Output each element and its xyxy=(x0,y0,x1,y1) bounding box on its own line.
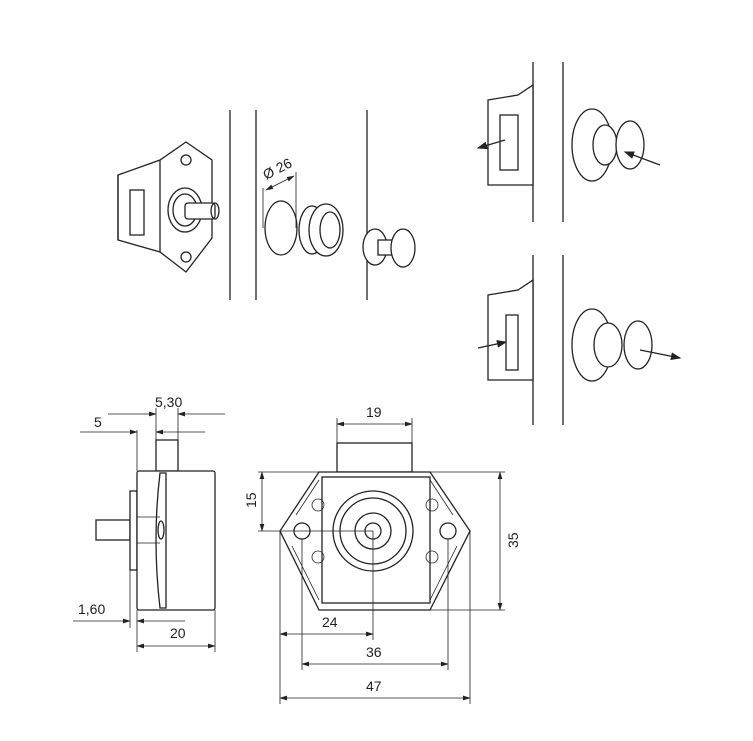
dim-overall-height: 35 xyxy=(505,532,521,548)
dim-overall-width: 47 xyxy=(366,678,382,694)
drill-hole-and-bushing: Ø 26 xyxy=(260,155,416,268)
operation-pop-out xyxy=(477,255,682,425)
dim-top-width: 19 xyxy=(366,404,382,420)
side-view: 5,30 5 1,60 20 xyxy=(73,394,225,652)
dim-flange-thickness: 1,60 xyxy=(78,601,105,617)
front-view: 19 15 35 24 36 47 xyxy=(243,404,521,704)
latch-isometric xyxy=(117,141,220,273)
dim-hole-spacing: 36 xyxy=(366,644,382,660)
dim-center-offset: 24 xyxy=(322,614,338,630)
dim-plunger-width: 5,30 xyxy=(155,394,182,410)
dim-plunger-offset: 5 xyxy=(94,414,102,430)
cabinet-walls xyxy=(229,110,368,300)
operation-push-in xyxy=(476,62,661,222)
dim-center-height: 15 xyxy=(243,492,259,508)
dim-body-depth: 20 xyxy=(170,625,186,641)
